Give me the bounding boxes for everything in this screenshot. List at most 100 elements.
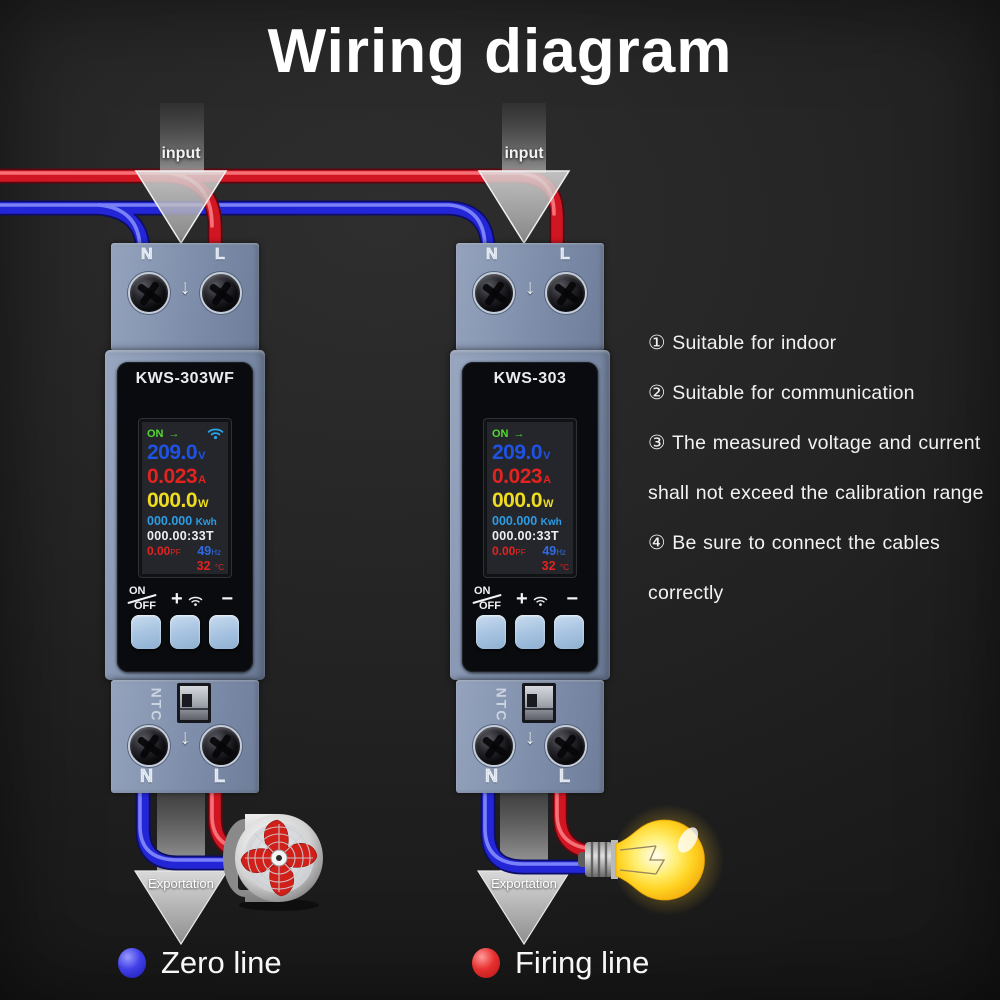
minus-button-label: −: [221, 587, 233, 610]
current-value: 0.023: [147, 465, 198, 488]
fan-icon: [223, 814, 323, 911]
terminal-screw: [545, 272, 587, 314]
page-title: Wiring diagram: [267, 17, 733, 86]
control-labels: ON OFF + −: [472, 584, 588, 614]
export-label: Exportation: [148, 876, 214, 891]
note-line: ① Suitable for indoor: [648, 332, 837, 354]
terminal-screw: [473, 272, 515, 314]
wifi-icon: [207, 428, 224, 440]
pf-unit: PF: [515, 548, 526, 557]
ntc-label: NTC: [148, 687, 165, 723]
current-value: 0.023: [492, 465, 543, 488]
terminal-label-n: N: [485, 766, 499, 787]
input-arrowhead-right: [477, 170, 571, 245]
model-label: KWS-303: [493, 370, 567, 387]
button-row: [117, 615, 253, 649]
freq-value: 49: [542, 544, 557, 558]
power-unit: W: [198, 498, 209, 510]
plus-button-label: +: [516, 587, 528, 610]
temp-value: 32: [541, 559, 556, 573]
export-band-left: [157, 790, 205, 874]
energy-value: 000.000: [492, 514, 538, 528]
note-line: ④ Be sure to connect the cables: [648, 532, 941, 554]
pf-unit: PF: [170, 548, 181, 557]
note-line: ③ The measured voltage and current: [648, 432, 981, 454]
energy-value: 000.000: [147, 514, 193, 528]
device-button: [209, 615, 239, 649]
notes-list: ① Suitable for indoor ② Suitable for com…: [648, 318, 984, 618]
input-label: input: [161, 145, 201, 162]
terminal-label-l: L: [560, 246, 571, 264]
legend-label: Zero line: [161, 945, 282, 980]
device-button: [476, 615, 506, 649]
legend-firing-line: Firing line: [472, 945, 649, 981]
front-panel: KWS-303 ON → 209.0V 0.023A 000.0W 000.00…: [462, 362, 598, 672]
status-on-text: ON: [147, 427, 164, 440]
energy-meter-kws-303: N L ↓ KWS-303 ON → 209.0V 0.023A 000.0W …: [450, 243, 610, 793]
meter-body: KWS-303WF ON → 209.0V: [105, 350, 265, 680]
current-unit: A: [198, 474, 207, 486]
ntc-connector: [177, 683, 211, 723]
onoff-button-label: ON OFF: [472, 585, 502, 612]
energy-unit: Kwh: [195, 517, 217, 528]
terminal-screw: [545, 725, 587, 767]
device-button: [170, 615, 200, 649]
down-arrow-icon: ↓: [179, 276, 191, 299]
freq-value: 49: [197, 544, 212, 558]
button-row: [462, 615, 598, 649]
plus-button-label: +: [171, 587, 183, 610]
bottom-terminal-block: NTC ↓ N L: [111, 680, 259, 793]
export-band-right: [500, 790, 548, 874]
temp-value: 32: [196, 559, 211, 573]
freq-unit: Hz: [556, 548, 566, 557]
note-line: correctly: [648, 581, 724, 604]
input-arrowhead-left: [134, 170, 228, 245]
status-arrow-icon: →: [168, 427, 180, 440]
ntc-connector: [522, 683, 556, 723]
terminal-label-l: L: [559, 766, 571, 787]
top-terminal-block: N L ↓: [111, 243, 259, 351]
device-button: [515, 615, 545, 649]
pf-value: 0.00: [147, 544, 171, 558]
zero-line-dot-icon: [118, 948, 146, 978]
energy-unit: Kwh: [540, 517, 562, 528]
bulb-icon: [578, 804, 724, 916]
front-panel: KWS-303WF ON → 209.0V: [117, 362, 253, 672]
note-line: shall not exceed the calibration range: [648, 481, 984, 504]
voltage-unit: V: [198, 450, 206, 462]
freq-unit: Hz: [211, 548, 221, 557]
power-value: 000.0: [492, 489, 543, 512]
energy-meter-kws-303wf: N L ↓ KWS-303WF ON →: [105, 243, 265, 793]
device-button: [554, 615, 584, 649]
terminal-label-l: L: [214, 766, 226, 787]
voltage-value: 209.0: [492, 441, 543, 464]
terminal-label-l: L: [215, 246, 226, 264]
wifi-icon: [188, 596, 202, 606]
meter-body: KWS-303 ON → 209.0V 0.023A 000.0W 000.00…: [450, 350, 610, 680]
minus-button-label: −: [566, 587, 578, 610]
down-arrow-icon: ↓: [524, 726, 536, 749]
terminal-screw: [200, 725, 242, 767]
terminal-screw: [128, 272, 170, 314]
device-button: [131, 615, 161, 649]
terminal-screw: [473, 725, 515, 767]
voltage-unit: V: [543, 450, 551, 462]
lcd-screen: ON → 209.0V 0.023A 000.0W 000.000 Kwh 00…: [484, 419, 576, 577]
down-arrow-icon: ↓: [524, 276, 536, 299]
export-label: Exportation: [491, 876, 557, 891]
current-unit: A: [543, 474, 552, 486]
terminal-screw: [128, 725, 170, 767]
bottom-terminal-block: NTC ↓ N L: [456, 680, 604, 793]
firing-line-dot-icon: [472, 948, 500, 978]
legend-label: Firing line: [515, 945, 650, 980]
status-on-text: ON: [492, 427, 509, 440]
voltage-value: 209.0: [147, 441, 198, 464]
counter-value: 000.00:33T: [492, 529, 559, 543]
model-label: KWS-303WF: [135, 370, 235, 387]
terminal-label-n: N: [486, 246, 498, 264]
terminal-label-n: N: [140, 766, 154, 787]
power-unit: W: [543, 498, 554, 510]
down-arrow-icon: ↓: [179, 726, 191, 749]
pf-value: 0.00: [492, 544, 516, 558]
